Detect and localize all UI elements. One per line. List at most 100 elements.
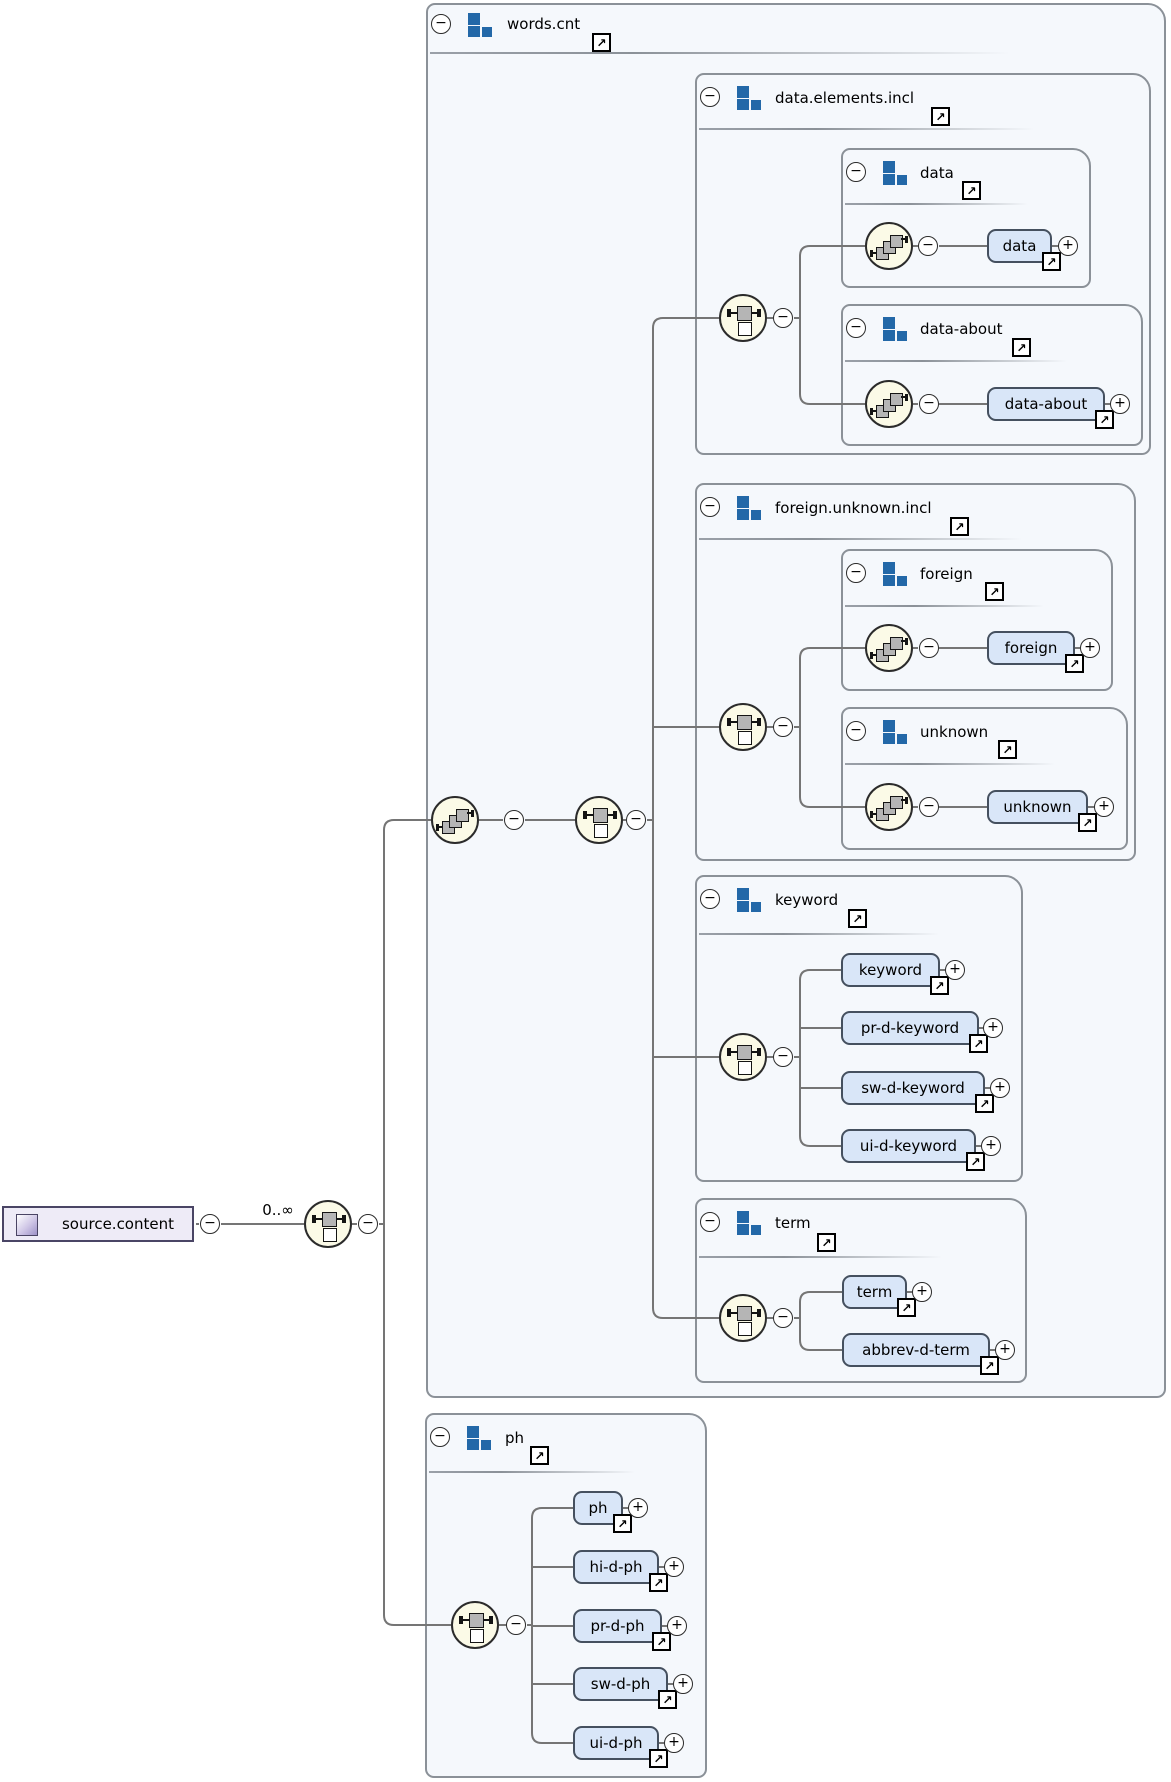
jump-to-definition-icon[interactable]: ↗	[649, 1749, 668, 1768]
jump-to-definition-icon[interactable]: ↗	[1065, 654, 1084, 673]
sequence-compositor[interactable]	[865, 222, 913, 270]
jump-to-definition-icon[interactable]: ↗	[931, 107, 950, 126]
collapse-button[interactable]: −	[846, 162, 866, 182]
element-hi-d-ph[interactable]: hi-d-ph	[573, 1550, 659, 1584]
expand-button[interactable]: +	[1080, 638, 1100, 658]
jump-to-definition-icon[interactable]: ↗	[1078, 813, 1097, 832]
element-data-about[interactable]: data-about	[987, 387, 1105, 421]
collapse-button[interactable]: −	[773, 1047, 793, 1067]
element-abbrev-d-term[interactable]: abbrev-d-term	[842, 1333, 990, 1367]
jump-to-definition-icon[interactable]: ↗	[848, 909, 867, 928]
jump-to-definition-icon[interactable]: ↗	[652, 1632, 671, 1651]
expand-button[interactable]: +	[628, 1498, 648, 1518]
jump-to-definition-icon[interactable]: ↗	[658, 1690, 677, 1709]
collapse-button[interactable]: −	[431, 14, 451, 34]
element-data[interactable]: data	[987, 229, 1052, 263]
choice-compositor[interactable]	[719, 1033, 767, 1081]
expand-button[interactable]: +	[945, 960, 965, 980]
element-sw-d-keyword[interactable]: sw-d-keyword	[841, 1071, 985, 1105]
collapse-button[interactable]: −	[846, 318, 866, 338]
jump-to-definition-icon[interactable]: ↗	[897, 1298, 916, 1317]
element-keyword[interactable]: keyword	[841, 953, 940, 987]
collapse-button[interactable]: −	[506, 1615, 526, 1635]
collapse-button[interactable]: −	[919, 797, 939, 817]
jump-to-definition-icon[interactable]: ↗	[1042, 252, 1061, 271]
expand-button[interactable]: +	[1058, 236, 1078, 256]
jump-to-definition-icon[interactable]: ↗	[530, 1446, 549, 1465]
collapse-button[interactable]: −	[700, 87, 720, 107]
element-foreign[interactable]: foreign	[987, 631, 1075, 665]
model-group-icon	[883, 317, 909, 341]
jump-to-definition-icon[interactable]: ↗	[975, 1094, 994, 1113]
choice-compositor[interactable]	[451, 1601, 499, 1649]
element-ui-d-keyword[interactable]: ui-d-keyword	[841, 1129, 976, 1163]
jump-to-definition-icon[interactable]: ↗	[1095, 410, 1114, 429]
collapse-button[interactable]: −	[918, 236, 938, 256]
jump-to-definition-icon[interactable]: ↗	[966, 1152, 985, 1171]
jump-to-definition-icon[interactable]: ↗	[649, 1573, 668, 1592]
expand-button[interactable]: +	[995, 1340, 1015, 1360]
collapse-button[interactable]: −	[700, 1212, 720, 1232]
model-group-icon	[737, 86, 763, 110]
expand-button[interactable]: +	[912, 1282, 932, 1302]
sequence-compositor[interactable]	[865, 624, 913, 672]
collapse-button[interactable]: −	[200, 1214, 220, 1234]
collapse-button[interactable]: −	[773, 1308, 793, 1328]
element-sw-d-ph[interactable]: sw-d-ph	[573, 1667, 668, 1701]
collapse-button[interactable]: −	[919, 638, 939, 658]
header-separator	[699, 1256, 942, 1258]
jump-to-definition-icon[interactable]: ↗	[592, 33, 611, 52]
jump-to-definition-icon[interactable]: ↗	[613, 1514, 632, 1533]
collapse-button[interactable]: −	[358, 1214, 378, 1234]
choice-compositor[interactable]	[575, 796, 623, 844]
jump-to-definition-icon[interactable]: ↗	[930, 976, 949, 995]
expand-button[interactable]: +	[1094, 797, 1114, 817]
root-element-source-content[interactable]: source.content	[2, 1206, 194, 1242]
expand-button[interactable]: +	[667, 1616, 687, 1636]
collapse-button[interactable]: −	[626, 810, 646, 830]
collapse-button[interactable]: −	[430, 1427, 450, 1447]
sequence-compositor[interactable]	[431, 796, 479, 844]
collapse-button[interactable]: −	[919, 394, 939, 414]
element-ui-d-ph[interactable]: ui-d-ph	[573, 1726, 659, 1760]
collapse-button[interactable]: −	[700, 497, 720, 517]
choice-compositor[interactable]	[719, 703, 767, 751]
model-group-icon	[883, 720, 909, 744]
sequence-compositor[interactable]	[865, 783, 913, 831]
collapse-button[interactable]: −	[846, 721, 866, 741]
jump-to-definition-icon[interactable]: ↗	[950, 517, 969, 536]
header-separator	[699, 933, 939, 935]
jump-to-definition-icon[interactable]: ↗	[969, 1034, 988, 1053]
header-separator	[845, 360, 1067, 362]
jump-to-definition-icon[interactable]: ↗	[998, 740, 1017, 759]
sequence-compositor[interactable]	[865, 380, 913, 428]
expand-button[interactable]: +	[1110, 394, 1130, 414]
expand-button[interactable]: +	[990, 1078, 1010, 1098]
collapse-button[interactable]: −	[773, 308, 793, 328]
expand-button[interactable]: +	[981, 1136, 1001, 1156]
choice-compositor[interactable]	[719, 294, 767, 342]
expand-button[interactable]: +	[664, 1557, 684, 1577]
collapse-button[interactable]: −	[504, 810, 524, 830]
expand-button[interactable]: +	[664, 1733, 684, 1753]
element-unknown[interactable]: unknown	[987, 790, 1088, 824]
jump-to-definition-icon[interactable]: ↗	[980, 1356, 999, 1375]
element-term[interactable]: term	[842, 1275, 907, 1309]
expand-button[interactable]: +	[983, 1018, 1003, 1038]
element-pr-d-keyword[interactable]: pr-d-keyword	[841, 1011, 979, 1045]
choice-compositor[interactable]	[719, 1294, 767, 1342]
choice-compositor[interactable]	[304, 1200, 352, 1248]
collapse-button[interactable]: −	[773, 717, 793, 737]
expand-button[interactable]: +	[673, 1674, 693, 1694]
header-separator	[699, 128, 1034, 130]
jump-to-definition-icon[interactable]: ↗	[817, 1233, 836, 1252]
model-group-icon	[737, 888, 763, 912]
jump-to-definition-icon[interactable]: ↗	[962, 181, 981, 200]
collapse-button[interactable]: −	[846, 563, 866, 583]
element-pr-d-ph[interactable]: pr-d-ph	[573, 1609, 662, 1643]
jump-to-definition-icon[interactable]: ↗	[1012, 338, 1031, 357]
group-title-words-cnt: words.cnt	[507, 15, 581, 33]
jump-to-definition-icon[interactable]: ↗	[985, 582, 1004, 601]
collapse-button[interactable]: −	[700, 889, 720, 909]
